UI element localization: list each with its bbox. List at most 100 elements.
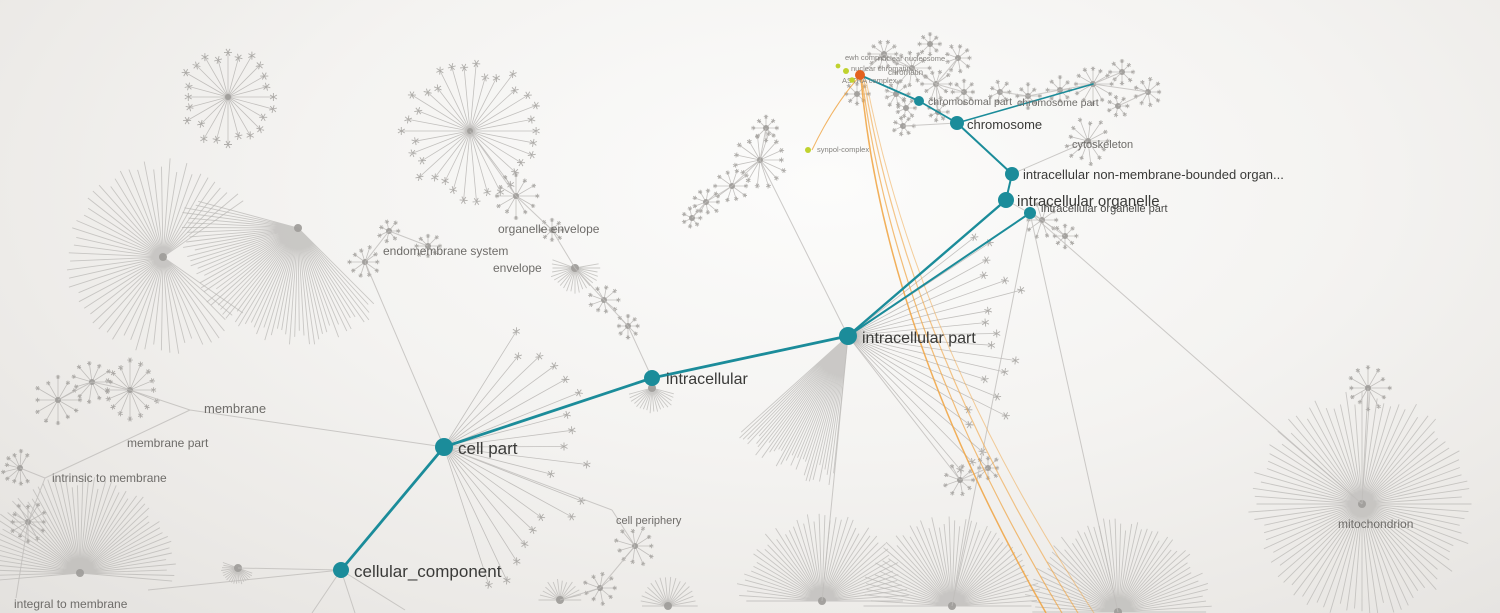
cluster-edges	[739, 335, 849, 485]
graph-node-label-non_membrane_organelle[interactable]: intracellular non-membrane-bounded organ…	[1023, 167, 1284, 182]
graph-node-label-intracellular_organelle_part[interactable]: intracellular organelle part	[1041, 203, 1168, 215]
term-cluster[interactable]	[1248, 391, 1472, 613]
term-label[interactable]: chromosome part	[1017, 97, 1099, 109]
graph-node-chromosomal_part[interactable]	[914, 96, 924, 106]
cluster-hub-node[interactable]	[854, 91, 860, 97]
graph-node-non_membrane_organelle[interactable]	[1005, 167, 1019, 181]
cluster-edges	[73, 363, 111, 402]
cluster-edges	[1110, 61, 1134, 84]
term-cluster[interactable]	[104, 357, 160, 422]
term-cluster[interactable]	[613, 526, 654, 567]
cluster-node-tips	[945, 44, 972, 74]
term-cluster[interactable]	[1133, 76, 1162, 108]
term-cluster[interactable]	[35, 374, 83, 426]
cluster-edges	[221, 562, 253, 585]
term-cluster[interactable]	[751, 114, 780, 143]
term-label-small[interactable]: ASTRA complex	[842, 76, 897, 85]
term-label[interactable]: endomembrane system	[383, 244, 508, 258]
graph-node-intracellular_organelle[interactable]	[998, 192, 1014, 208]
cluster-hub-node[interactable]	[225, 94, 231, 100]
graph-node-label-intracellular[interactable]: intracellular	[666, 371, 748, 388]
highlight-path-edge	[847, 212, 1031, 337]
highlight-path-edge	[859, 74, 920, 102]
cluster-hub-node[interactable]	[664, 602, 672, 610]
graph-node-label-chromosome[interactable]: chromosome	[967, 117, 1042, 132]
term-label[interactable]: intrinsic to membrane	[52, 471, 167, 485]
term-label[interactable]: cell periphery	[616, 515, 682, 527]
term-cluster[interactable]	[550, 259, 601, 294]
term-cluster[interactable]	[0, 474, 176, 582]
term-cluster[interactable]	[583, 571, 617, 606]
term-label-small[interactable]: nuclear nucleosome	[878, 54, 945, 63]
term-cluster[interactable]	[1348, 365, 1392, 412]
cluster-hub-node[interactable]	[159, 253, 167, 261]
term-label[interactable]: chromosomal part	[928, 96, 1012, 108]
term-cluster[interactable]	[181, 200, 375, 345]
highlight-path-edge	[956, 122, 1013, 175]
highlighted-term-node-green[interactable]	[849, 77, 855, 83]
term-cluster[interactable]	[628, 384, 674, 414]
term-label[interactable]: cytoskeleton	[1072, 139, 1133, 151]
cluster-hub-node[interactable]	[927, 41, 933, 47]
graph-node-label-cell_part[interactable]: cell part	[458, 439, 518, 458]
highlighted-term-node-green[interactable]	[805, 147, 811, 153]
cluster-node-tips	[1064, 117, 1110, 167]
highlighted-term-node-green[interactable]	[843, 68, 849, 74]
term-cluster[interactable]	[0, 448, 30, 486]
cluster-edges	[590, 287, 619, 312]
cluster-hub-node[interactable]	[648, 384, 656, 392]
graph-node-cell_part[interactable]	[435, 438, 453, 456]
term-cluster[interactable]	[863, 516, 1040, 611]
graph-node-label-intracellular_part[interactable]: intracellular part	[862, 330, 976, 347]
cluster-edges	[847, 236, 1022, 471]
graph-node-chromosome[interactable]	[950, 116, 964, 130]
cluster-hub-node[interactable]	[903, 105, 909, 111]
term-label[interactable]: membrane part	[127, 436, 209, 450]
highlight-path-edge	[846, 198, 1008, 338]
term-cluster[interactable]	[736, 513, 909, 605]
graph-node-label-intracellular_organelle[interactable]: intracellular organelle	[1017, 193, 1160, 210]
term-label[interactable]: mitochondrion	[1338, 517, 1413, 531]
term-cluster[interactable]	[1064, 117, 1110, 167]
term-label-small[interactable]: ewh complex	[845, 53, 889, 62]
highlight-path-edge	[442, 376, 654, 449]
graph-node-chromatin_hub[interactable]	[855, 70, 865, 80]
term-cluster[interactable]	[895, 96, 918, 119]
term-label-small[interactable]: chromatin	[888, 68, 923, 77]
term-label[interactable]: envelope	[493, 261, 542, 275]
term-cluster[interactable]	[494, 172, 540, 221]
term-cluster[interactable]	[1106, 94, 1130, 118]
term-clusters-layer	[0, 31, 1472, 613]
term-label[interactable]: integral to membrane	[14, 597, 128, 611]
term-cluster[interactable]	[377, 219, 401, 244]
cluster-edges	[349, 247, 378, 276]
cluster-edges	[538, 578, 582, 601]
cluster-edges	[1066, 119, 1108, 165]
graph-node-intracellular_part[interactable]	[839, 327, 857, 345]
graph-node-intracellular[interactable]	[644, 370, 660, 386]
orange-association-edge	[863, 79, 1079, 613]
highlight-path-edge	[339, 445, 446, 572]
term-cluster[interactable]	[538, 578, 582, 604]
cluster-edges	[1108, 97, 1128, 116]
term-cluster[interactable]	[917, 31, 943, 57]
term-cluster[interactable]	[845, 233, 1026, 474]
cluster-hub-node[interactable]	[294, 224, 302, 232]
term-label[interactable]: organelle envelope	[498, 222, 600, 236]
term-cluster[interactable]	[441, 327, 591, 589]
term-cluster[interactable]	[66, 158, 244, 354]
term-cluster[interactable]	[588, 285, 621, 314]
term-cluster[interactable]	[181, 48, 278, 149]
highlighted-term-node-green[interactable]	[835, 63, 841, 69]
term-label-small[interactable]: nuclear chromatin	[851, 64, 911, 73]
cluster-node-tips	[692, 188, 721, 215]
cluster-hub-node[interactable]	[76, 569, 84, 577]
graph-node-intracellular_organelle_part[interactable]	[1024, 207, 1036, 219]
term-cluster[interactable]	[397, 59, 540, 206]
term-label[interactable]: membrane	[204, 401, 266, 416]
graph-node-cellular_component[interactable]	[333, 562, 349, 578]
graph-node-label-cellular_component[interactable]: cellular_component	[354, 562, 502, 581]
term-label-small[interactable]: synpol-complex	[817, 145, 869, 154]
term-cluster[interactable]	[640, 576, 698, 610]
